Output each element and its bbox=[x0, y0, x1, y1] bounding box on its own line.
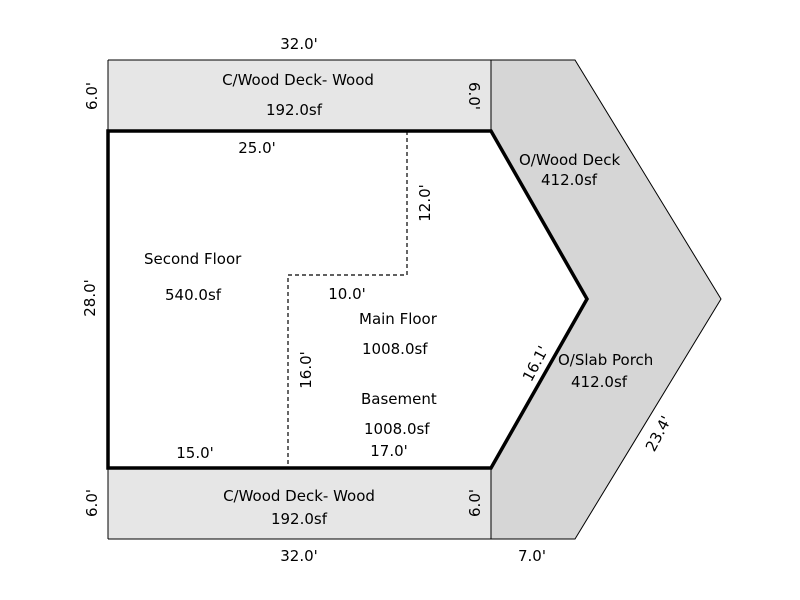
wood-deck-name: O/Wood Deck bbox=[519, 151, 620, 169]
main-floor-area-value: 1008.0sf bbox=[362, 340, 428, 358]
top-deck-name: C/Wood Deck- Wood bbox=[222, 71, 374, 89]
dim-second-floor-lower-vertical: 16.0' bbox=[297, 351, 315, 389]
basement-name: Basement bbox=[361, 390, 437, 408]
slab-porch-name: O/Slab Porch bbox=[558, 351, 653, 369]
slab-porch-area-value: 412.0sf bbox=[571, 373, 628, 391]
dim-second-floor-vertical: 12.0' bbox=[416, 184, 434, 222]
second-floor-area-value: 540.0sf bbox=[165, 286, 222, 304]
dim-house-top-width: 25.0' bbox=[238, 139, 276, 157]
dim-bottom-deck-width: 32.0' bbox=[280, 547, 318, 565]
basement-area-value: 1008.0sf bbox=[364, 420, 430, 438]
dim-porch-width: 7.0' bbox=[518, 547, 546, 565]
dim-bottom-deck-right-depth: 6.0' bbox=[466, 489, 484, 517]
wood-deck-area-value: 412.0sf bbox=[541, 171, 598, 189]
dim-top-deck-width: 32.0' bbox=[280, 35, 318, 53]
top-deck-area bbox=[108, 60, 491, 131]
bottom-deck-area-value: 192.0sf bbox=[271, 510, 328, 528]
dim-top-deck-left-depth: 6.0' bbox=[83, 82, 101, 110]
dim-house-bottom-left: 15.0' bbox=[176, 444, 214, 462]
dim-second-floor-step: 10.0' bbox=[328, 285, 366, 303]
dim-house-bottom-right: 17.0' bbox=[370, 442, 408, 460]
top-deck-area-value: 192.0sf bbox=[266, 101, 323, 119]
porch-outer-edge bbox=[491, 59, 722, 540]
bottom-deck-name: C/Wood Deck- Wood bbox=[223, 487, 375, 505]
bottom-deck-area bbox=[108, 468, 491, 539]
dim-house-depth: 28.0' bbox=[81, 279, 99, 317]
dim-bottom-deck-left-depth: 6.0' bbox=[83, 489, 101, 517]
second-floor-name: Second Floor bbox=[144, 250, 242, 268]
second-floor-outline bbox=[287, 131, 408, 468]
house-outline bbox=[106, 129, 590, 470]
dim-top-deck-right-depth: 6.0' bbox=[465, 82, 483, 110]
porch-area bbox=[491, 60, 721, 539]
main-floor-name: Main Floor bbox=[359, 310, 438, 328]
